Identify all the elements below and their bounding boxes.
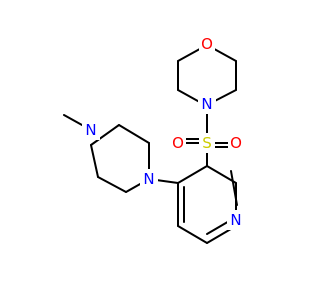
molecule-canvas: O N S O O N N N: [63, 35, 242, 244]
structure-drawing: O N S O O N N N: [63, 35, 242, 244]
sulfur-label: S: [202, 134, 212, 152]
nitrogen-label: N: [85, 121, 96, 139]
bond: [90, 144, 99, 178]
oxygen-label: O: [172, 134, 184, 152]
bond: [90, 124, 120, 146]
oxygen-label: O: [230, 134, 242, 152]
oxygen-label: O: [201, 35, 213, 53]
nitrogen-label: N: [143, 170, 154, 188]
bond: [177, 225, 208, 244]
bond: [97, 176, 127, 193]
bond: [177, 165, 208, 184]
nitrogen-label: N: [201, 95, 212, 113]
bond: [118, 124, 150, 144]
nitrogen-label: N: [230, 211, 241, 229]
bond: [206, 165, 237, 184]
